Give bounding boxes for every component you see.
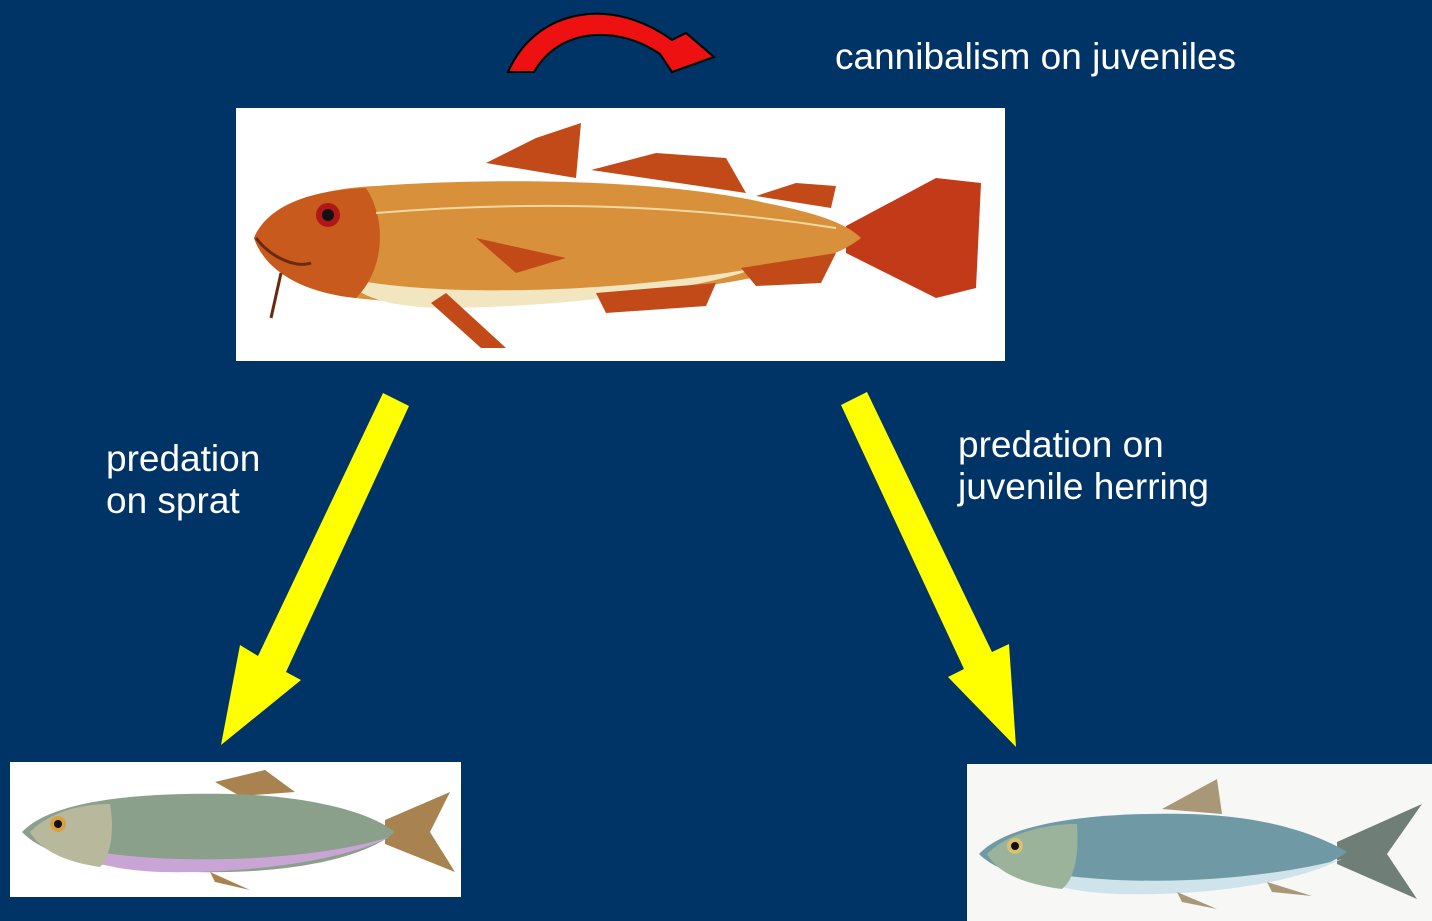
sprat-fish-icon — [10, 762, 461, 897]
sprat-label-line-1: predation — [106, 438, 260, 480]
herring-image — [967, 764, 1432, 921]
sprat-image — [10, 762, 461, 897]
herring-label-line-2: juvenile herring — [958, 466, 1209, 508]
herring-label-line-1: predation on — [958, 424, 1209, 466]
cod-fish-icon — [236, 108, 1005, 361]
herring-predation-label: predation on juvenile herring — [958, 424, 1209, 508]
sprat-label-line-2: on sprat — [106, 480, 260, 522]
herring-fish-icon — [967, 764, 1432, 921]
cannibalism-arrow — [508, 14, 714, 72]
cannibalism-label: cannibalism on juveniles — [835, 36, 1236, 78]
sprat-predation-label: predation on sprat — [106, 438, 260, 522]
cod-image — [236, 108, 1005, 361]
